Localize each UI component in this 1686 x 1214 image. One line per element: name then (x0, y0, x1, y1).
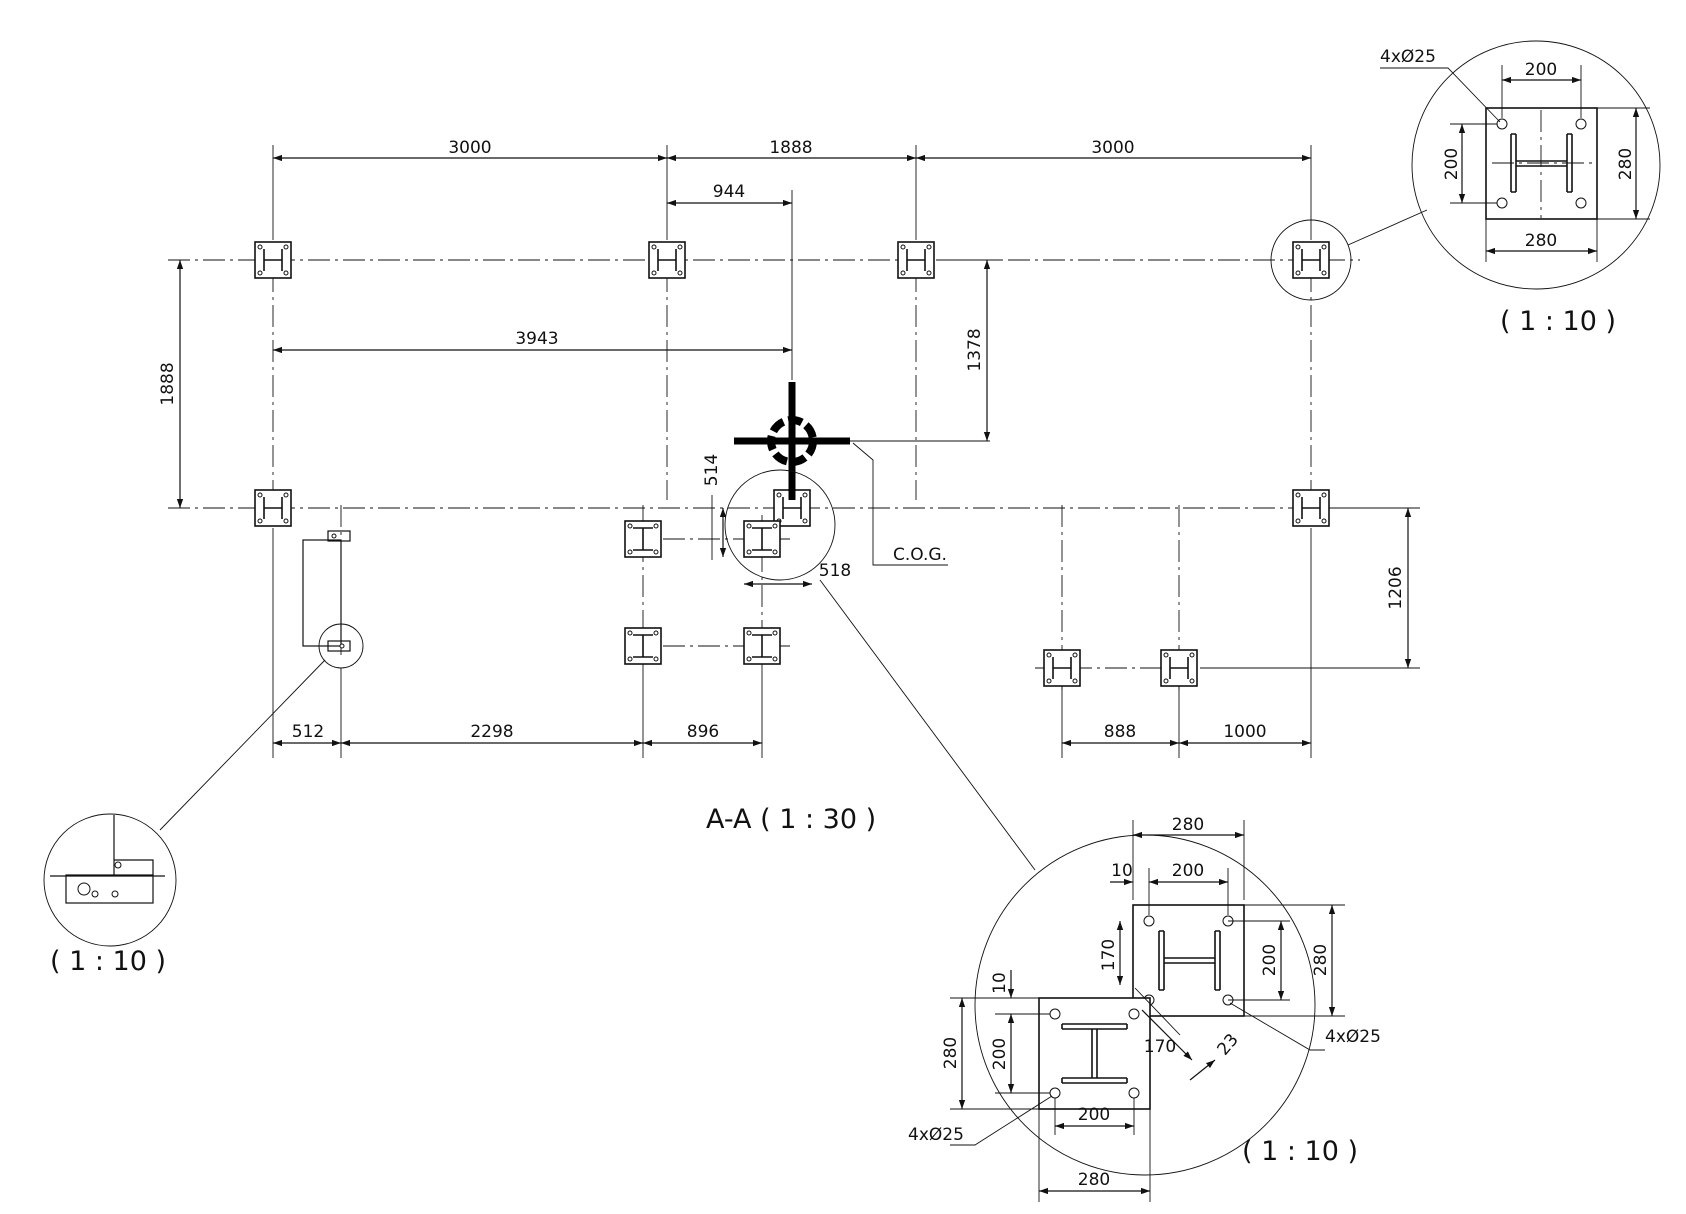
plate-h-8 (1043, 649, 1081, 687)
dtr-200-left: 200 (1442, 148, 1462, 180)
dtr-280-right: 280 (1616, 148, 1636, 180)
dim-3943: 3943 (515, 329, 558, 349)
dim-top-left: 3000 (448, 138, 491, 158)
dim-1000: 1000 (1223, 722, 1266, 742)
db-170-diag: 170 (1144, 1037, 1176, 1057)
db-200-bottom: 200 (1078, 1105, 1110, 1125)
db-200-top: 200 (1172, 861, 1204, 881)
dim-top-mid: 1888 (769, 138, 812, 158)
cog-label: C.O.G. (893, 545, 947, 565)
db-280-left: 280 (941, 1037, 961, 1069)
db-280-bottom: 280 (1078, 1170, 1110, 1190)
dim-1206: 1206 (1386, 566, 1406, 609)
db-10-left: 10 (990, 972, 1010, 994)
db-280-v: 280 (1311, 944, 1331, 976)
plate-h-7 (1292, 489, 1330, 527)
detail-bottom: 280 10 200 170 200 280 4xØ25 10 280 200 (908, 815, 1381, 1202)
dim-888: 888 (1104, 722, 1136, 742)
view-title: A-A ( 1 : 30 ) (706, 804, 876, 835)
dim-top-right: 3000 (1091, 138, 1134, 158)
db-10-top: 10 (1111, 861, 1133, 881)
db-holes-right: 4xØ25 (1325, 1027, 1381, 1047)
plate-h-9 (1160, 649, 1198, 687)
left-bracket (302, 530, 351, 652)
db-200-left: 200 (990, 1038, 1010, 1070)
plate-i-1 (624, 520, 662, 558)
main-dimensions: 3000 1888 3000 944 3943 1888 1378 514 51… (158, 138, 1420, 758)
plate-i-3 (624, 627, 662, 665)
plate-h-5 (254, 489, 292, 527)
base-plates (254, 241, 1330, 687)
dim-512: 512 (292, 722, 324, 742)
db-280-top: 280 (1172, 815, 1204, 835)
detail-top-right: 200 200 280 280 4xØ25 ( 1 : 10 ) (1380, 40, 1661, 337)
db-holes-left: 4xØ25 (908, 1125, 964, 1145)
plate-h-1 (254, 241, 292, 279)
db-scale: ( 1 : 10 ) (1242, 1136, 1358, 1167)
plate-i-2 (743, 520, 781, 558)
db-170-v: 170 (1099, 939, 1119, 971)
plate-h-4 (1292, 241, 1330, 279)
detail-left: ( 1 : 10 ) (43, 813, 177, 977)
db-23-diag: 23 (1214, 1030, 1243, 1059)
dim-2298: 2298 (470, 722, 513, 742)
dim-514: 514 (702, 454, 722, 486)
plate-h-2 (648, 241, 686, 279)
db-200-v: 200 (1260, 944, 1280, 976)
dl-scale: ( 1 : 10 ) (50, 946, 166, 977)
dim-518: 518 (819, 561, 851, 581)
dtr-200-top: 200 (1525, 60, 1557, 80)
dtr-280-bottom: 280 (1525, 231, 1557, 251)
dim-896: 896 (687, 722, 719, 742)
dim-1888-left: 1888 (158, 362, 178, 405)
dim-1378: 1378 (965, 328, 985, 371)
plate-h-3 (897, 241, 935, 279)
cog-symbol: C.O.G. (734, 382, 990, 566)
dtr-scale: ( 1 : 10 ) (1500, 306, 1616, 337)
dtr-holes: 4xØ25 (1380, 47, 1436, 67)
plate-i-4 (743, 627, 781, 665)
dim-944: 944 (713, 182, 745, 202)
